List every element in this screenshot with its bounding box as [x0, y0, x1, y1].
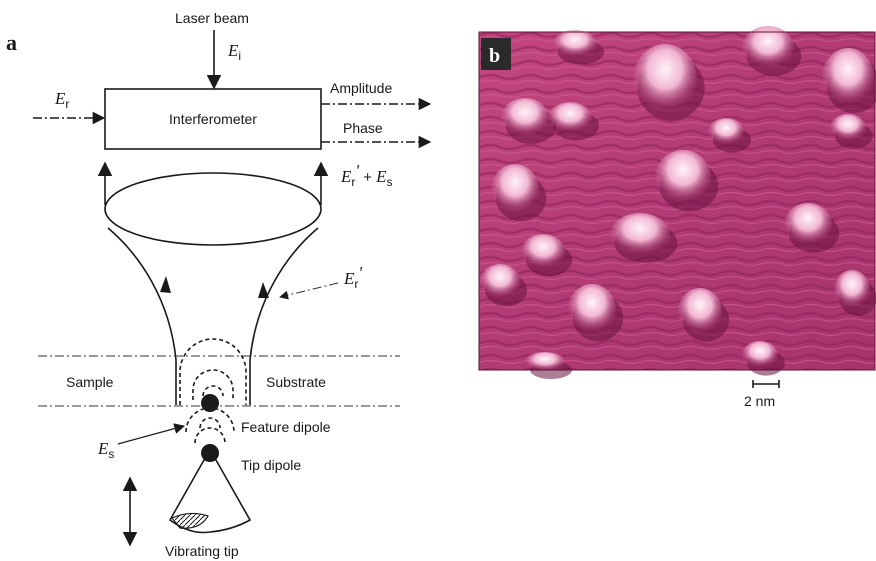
left-funnel-curve — [108, 228, 176, 405]
afm-bump — [742, 26, 794, 70]
sample-label: Sample — [66, 374, 114, 390]
interferometer-label: Interferometer — [169, 111, 257, 127]
afm-bump — [491, 164, 539, 216]
lens-ellipse — [105, 173, 321, 245]
e-r-prime-label: Er' — [343, 263, 362, 291]
es-field-arc-lower — [195, 428, 225, 443]
afm-bump — [678, 288, 722, 336]
right-funnel-arrowhead — [258, 282, 269, 298]
afm-bump — [610, 213, 670, 257]
substrate-label: Substrate — [266, 374, 326, 390]
e-r-label: Er — [54, 89, 69, 111]
vibrating-tip-label: Vibrating tip — [165, 543, 239, 559]
afm-bump — [480, 264, 520, 300]
e-r-prime-arrow — [280, 283, 338, 297]
afm-bump — [834, 270, 870, 310]
e-s-arrow — [118, 426, 184, 444]
tip-dipole-label: Tip dipole — [241, 457, 301, 473]
afm-bump — [548, 102, 592, 134]
afm-bump — [708, 118, 744, 146]
tip-hatch — [172, 513, 208, 528]
phase-label: Phase — [343, 120, 383, 136]
panel-a: a Laser beam Ei Er Interferometer Amplit… — [6, 10, 430, 559]
e-i-label: Ei — [227, 41, 241, 63]
afm-bump — [501, 98, 549, 138]
e-r-prime-plus-e-s-label: Er' + Es — [340, 161, 393, 189]
laser-beam-label: Laser beam — [175, 10, 249, 26]
afm-bump — [521, 234, 565, 270]
afm-bump — [568, 284, 616, 336]
afm-bump — [822, 48, 874, 108]
afm-bump — [830, 114, 866, 142]
es-field-arc-small — [200, 418, 220, 428]
left-funnel-arrowhead — [160, 276, 171, 293]
scale-bar-label: 2 nm — [744, 393, 775, 409]
feature-field-arc-inner — [203, 386, 223, 396]
panel-b-letter: b — [489, 45, 500, 67]
panel-b: b 2 nm — [479, 26, 876, 409]
afm-bump — [525, 352, 565, 372]
afm-bump — [655, 150, 711, 206]
afm-bump — [633, 44, 697, 116]
panel-a-letter: a — [6, 30, 17, 55]
afm-bump — [553, 30, 597, 58]
feature-dipole-label: Feature dipole — [241, 419, 331, 435]
afm-bump — [742, 341, 778, 369]
e-s-label: Es — [97, 439, 114, 461]
afm-bump — [784, 203, 832, 247]
amplitude-label: Amplitude — [330, 80, 392, 96]
